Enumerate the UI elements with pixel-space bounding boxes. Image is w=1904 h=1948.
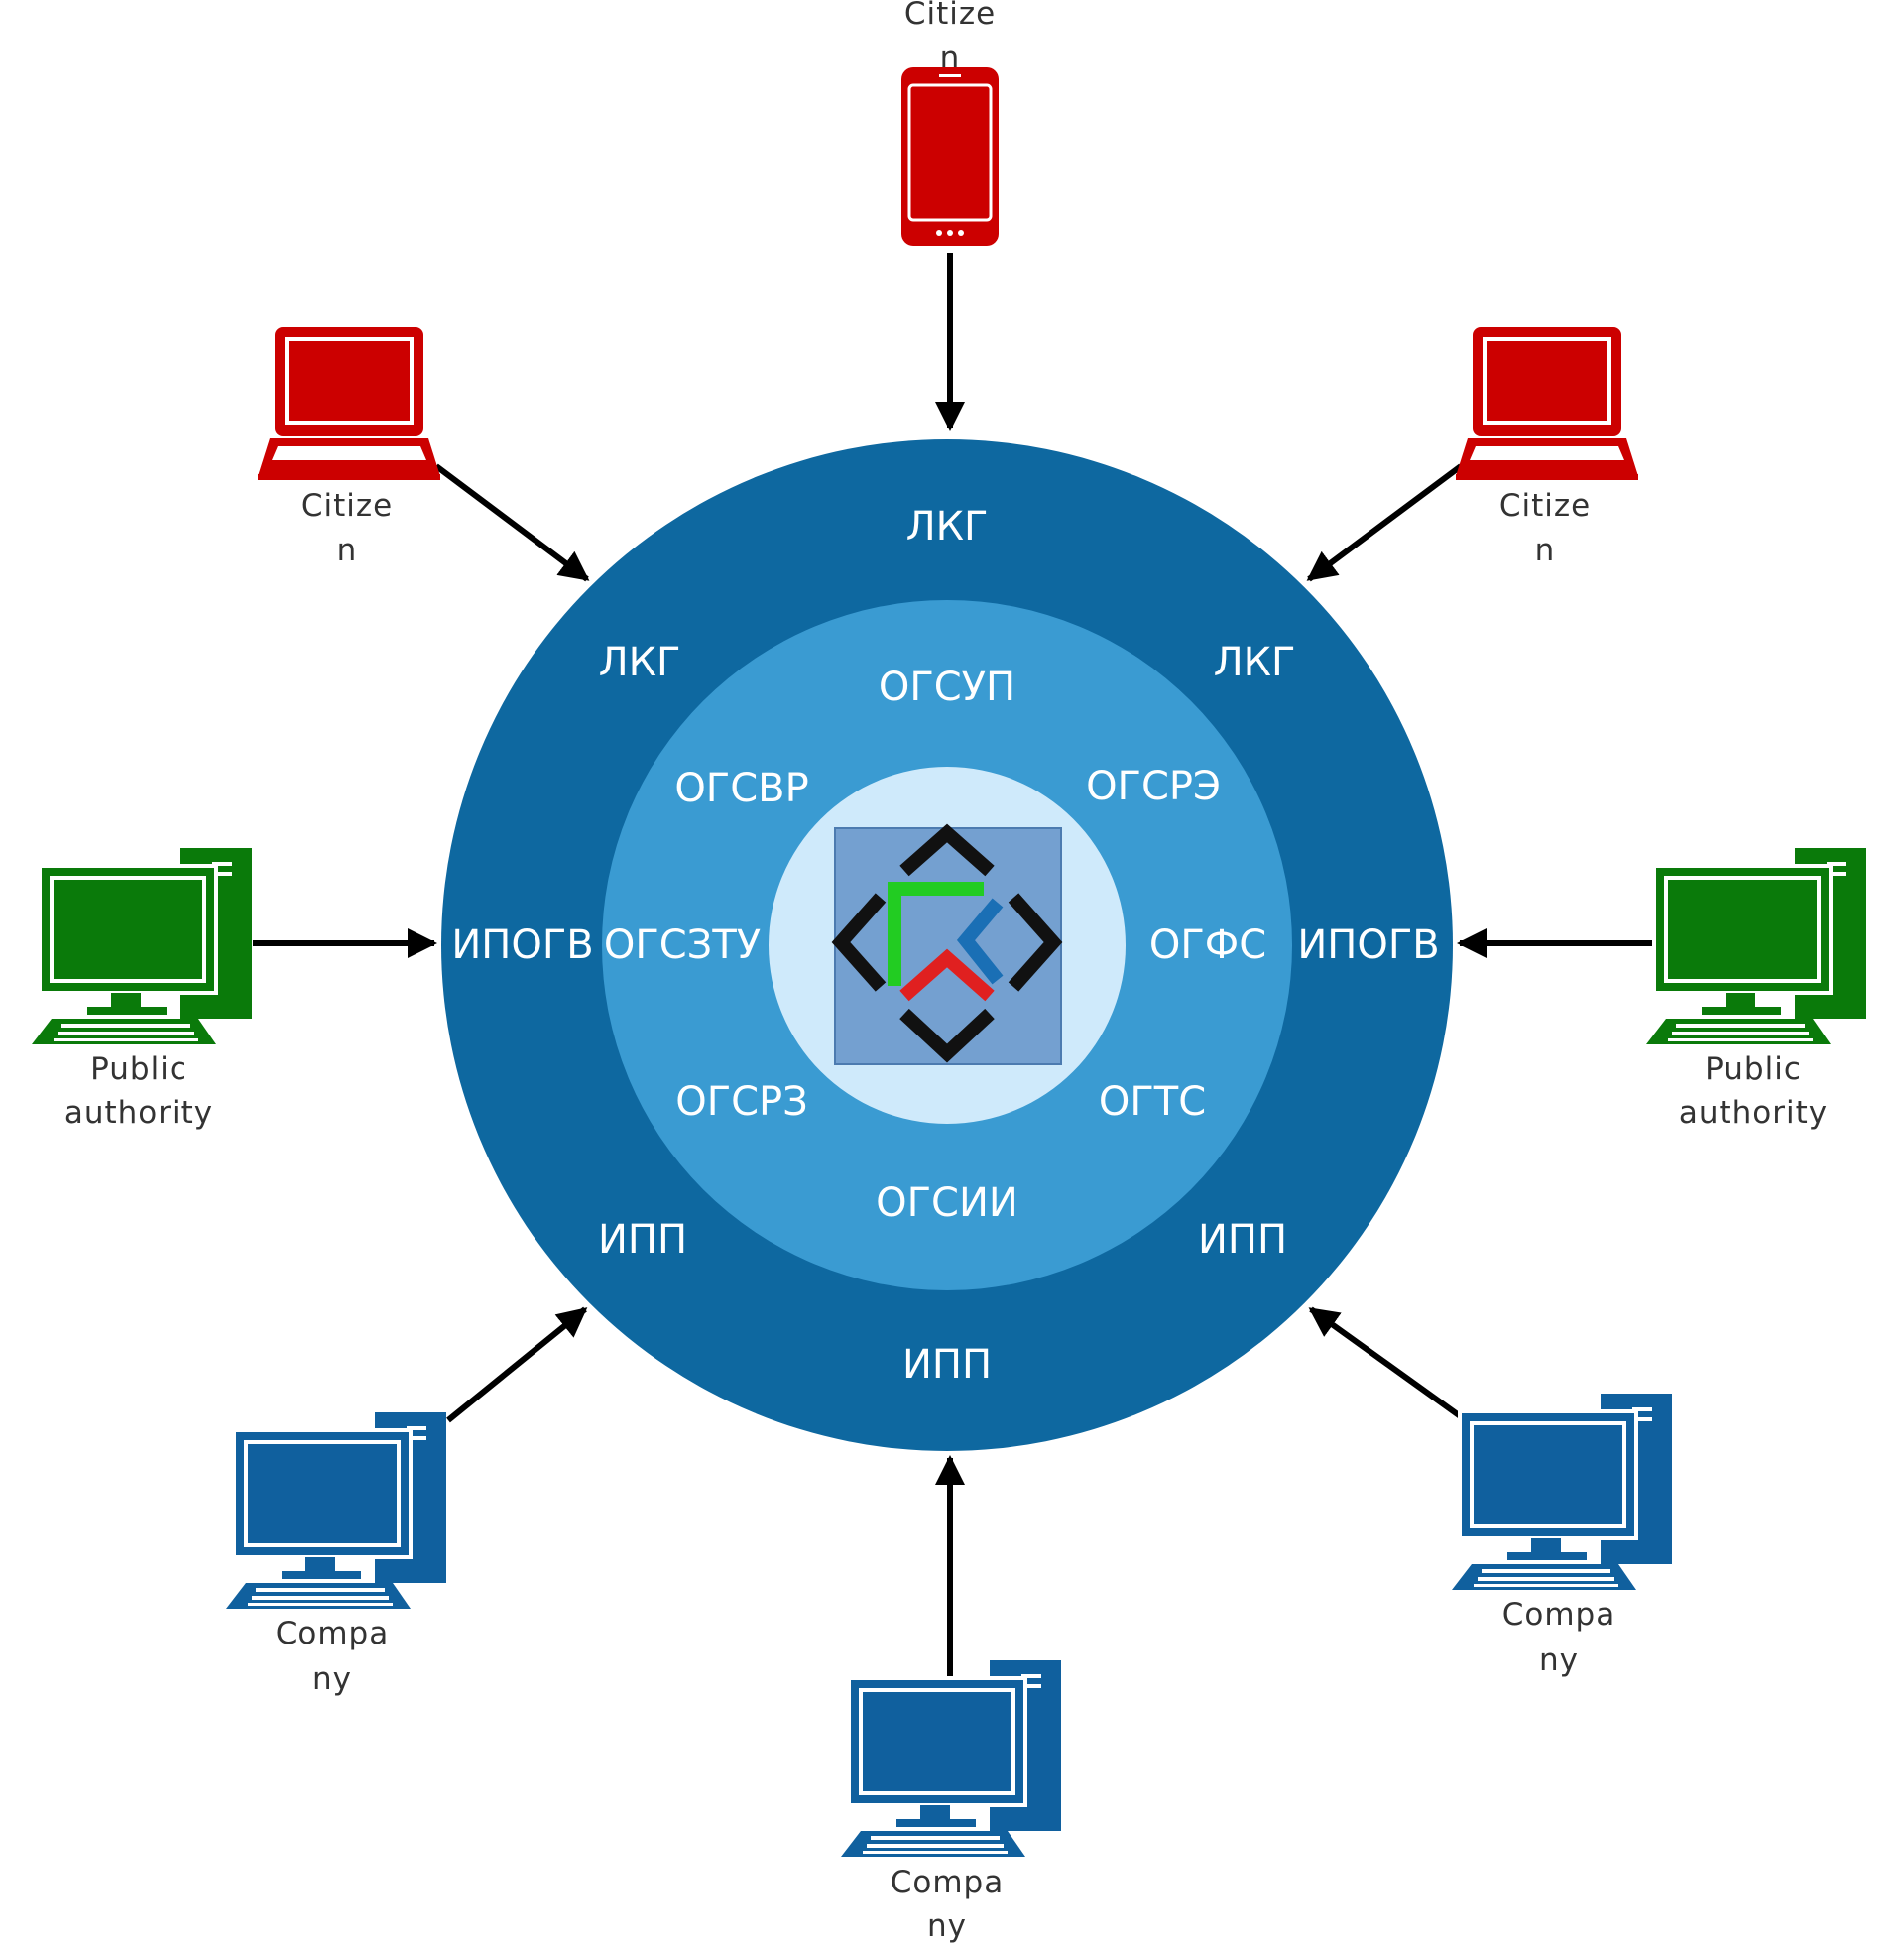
company-bottom-label-line1: Compa	[891, 1865, 1004, 1900]
authority-right-label-line2: authority	[1679, 1095, 1828, 1131]
authority-left-label-line2: authority	[64, 1095, 213, 1131]
outer-label-bottom-left: ИПП	[598, 1217, 687, 1263]
arrow-company-right	[1308, 1306, 1468, 1423]
outer-label-bottom-right: ИПП	[1198, 1217, 1287, 1263]
authority-left-label-line1: Public	[90, 1051, 187, 1087]
citizen-top-label-line1: Citize	[904, 0, 996, 32]
company-left-label-line1: Compa	[276, 1616, 389, 1651]
outer-label-right: ИПОГВ	[1297, 922, 1439, 968]
citizen-top-label-line2: n	[940, 40, 961, 75]
central-logo-icon	[831, 823, 1063, 1065]
outer-label-top-left: ЛКГ	[599, 640, 681, 685]
desktop-computer-icon	[1450, 1392, 1674, 1592]
outer-label-top: ЛКГ	[906, 504, 989, 549]
arrow-citizen-left	[434, 463, 590, 582]
arrow-company-left	[446, 1306, 588, 1423]
middle-label-bottom: ОГСИИ	[876, 1180, 1018, 1226]
middle-label-right: ОГФС	[1149, 922, 1266, 968]
citizen-left-label-line1: Citize	[301, 488, 393, 524]
arrow-citizen-right	[1306, 463, 1463, 582]
outer-label-bottom: ИПП	[902, 1342, 992, 1388]
middle-label-top: ОГСУП	[879, 665, 1015, 710]
middle-label-top-left: ОГСВР	[674, 766, 808, 811]
middle-label-bottom-right: ОГТС	[1099, 1079, 1206, 1125]
desktop-computer-icon	[1644, 846, 1868, 1046]
middle-label-top-right: ОГСРЭ	[1086, 764, 1221, 809]
middle-label-bottom-left: ОГСРЗ	[675, 1079, 808, 1125]
company-left-label-line2: ny	[312, 1661, 352, 1697]
company-bottom-label-line2: ny	[927, 1908, 967, 1944]
middle-label-left: ОГСЗТУ	[604, 922, 761, 968]
laptop-icon	[256, 325, 442, 482]
smartphone-icon	[899, 65, 1001, 248]
desktop-computer-icon	[839, 1658, 1063, 1859]
laptop-icon	[1454, 325, 1640, 482]
desktop-computer-icon	[30, 846, 254, 1046]
citizen-right-label-line1: Citize	[1499, 488, 1591, 524]
company-right-label-line1: Compa	[1502, 1597, 1615, 1633]
desktop-computer-icon	[224, 1410, 448, 1611]
company-right-label-line2: ny	[1539, 1643, 1579, 1678]
authority-right-label-line1: Public	[1705, 1051, 1802, 1087]
outer-label-top-right: ЛКГ	[1214, 640, 1296, 685]
citizen-right-label-line2: n	[1535, 533, 1556, 568]
outer-label-left: ИПОГВ	[451, 922, 593, 968]
citizen-left-label-line2: n	[337, 533, 358, 568]
